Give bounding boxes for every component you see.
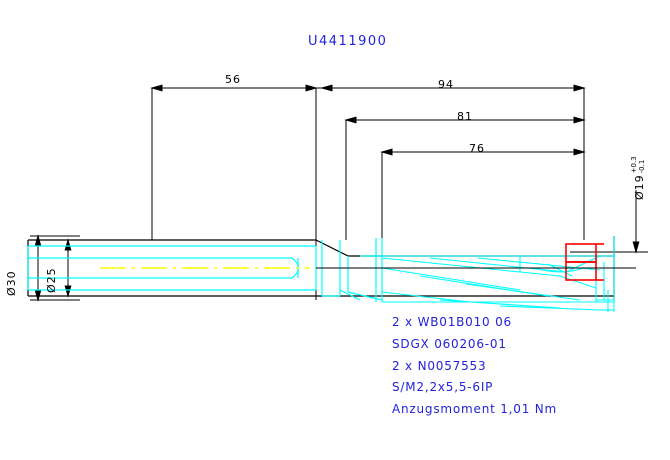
tip-curve-1: [535, 267, 585, 273]
dim-value-shank-flange-diameter: Ø30: [5, 270, 18, 296]
insert-spec-a: 2 x WB01B010 06: [392, 315, 512, 329]
dim-arrow-76-left: [380, 148, 393, 156]
horizontal-dimension-lines: [150, 84, 586, 156]
dim-arrow-76-right: [573, 148, 586, 156]
insert-pockets-highlight: [565, 243, 604, 281]
dim-tol-lower: -0.1: [637, 159, 646, 174]
torque-spec: Anzugsmoment 1,01 Nm: [392, 402, 558, 416]
dim-value-flute-length: 76: [469, 142, 485, 155]
insert-spec-b: SDGX 060206-01: [392, 337, 507, 351]
dim-value-shank-diameter: Ø25: [45, 267, 58, 293]
tip-relief-1: [565, 255, 601, 273]
dim-value-cutting-diameter-group: Ø19+0.3-0.1: [630, 156, 646, 200]
dim-arrow-81-right: [573, 116, 586, 124]
neck-chamfer: [339, 289, 361, 301]
insert-pocket-lower: [565, 261, 597, 281]
outline-taper-top: [315, 239, 349, 257]
insert-pocket-upper: [565, 243, 597, 263]
flute-helix-l6: [499, 305, 601, 311]
vertical-dimension-lines: [30, 190, 648, 302]
dim-arrow-94-right: [573, 84, 586, 92]
flute-helix-l5: [439, 299, 561, 309]
tool-body-neck: [321, 238, 383, 302]
flute-helix-l1: [381, 267, 521, 291]
dim-value-flute-plus-length: 81: [457, 110, 473, 123]
dim-arrow-56-right: [305, 84, 318, 92]
dim-arrow-d25-top: [64, 238, 72, 251]
dim-arrow-81-left: [344, 116, 357, 124]
flute-helix-u1: [381, 257, 521, 273]
dim-arrow-d30-top: [34, 234, 42, 247]
flute-land-2: [547, 263, 573, 277]
screw-spec: S/M2,2x5,5-6IP: [392, 380, 494, 394]
dim-arrow-56-left: [150, 84, 163, 92]
tool-body-shank: [27, 245, 317, 291]
dim-arrow-d19-bottom: [632, 241, 640, 254]
dim-value-overall-length: 94: [438, 78, 454, 91]
flute-helix-l3: [465, 283, 581, 301]
drill-body-flutes: [381, 236, 615, 312]
dim-value-cutting-diameter: Ø19: [633, 174, 646, 200]
shim-spec: 2 x N0057553: [392, 359, 487, 373]
flute-helix-l4: [381, 291, 471, 303]
dim-value-shank-length: 56: [225, 73, 241, 86]
dim-arrow-d30-bottom: [34, 289, 42, 302]
flute-helix-u1b: [519, 271, 561, 277]
dim-arrow-d25-bottom: [64, 285, 72, 298]
page-title: U4411900: [308, 34, 388, 49]
